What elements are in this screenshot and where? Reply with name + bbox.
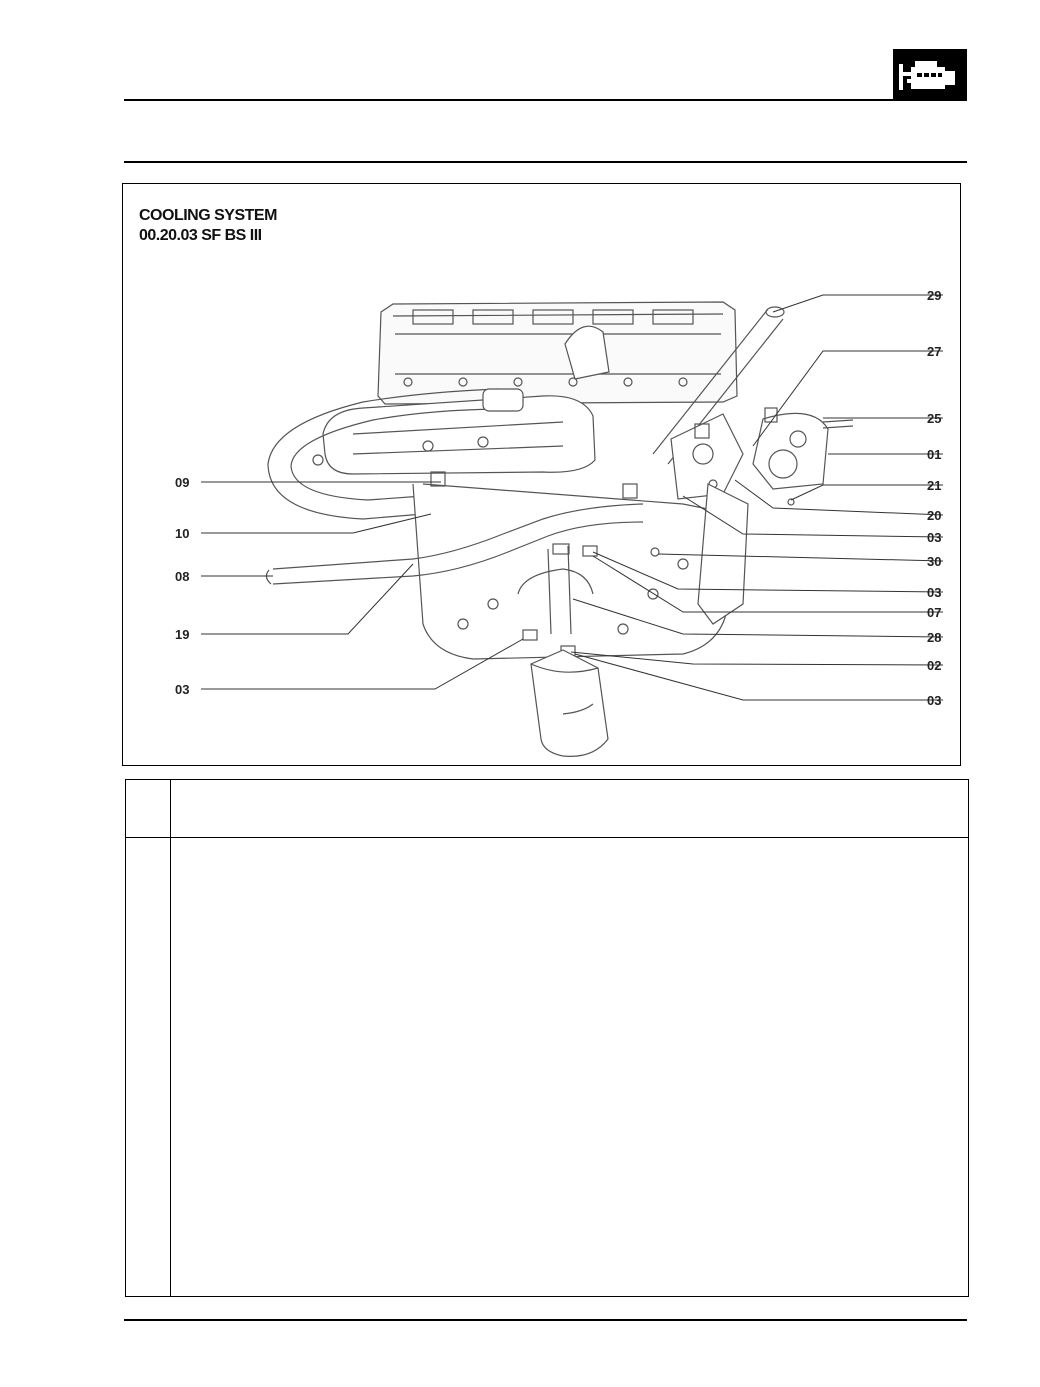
callout-right-12: 03 (927, 693, 941, 708)
callout-right-8: 03 (927, 585, 941, 600)
engine-drawing (265, 301, 854, 757)
footer-rule (124, 1319, 967, 1321)
callout-left-1: 10 (175, 526, 189, 541)
callout-right-1: 27 (927, 344, 941, 359)
callout-right-7: 30 (927, 554, 941, 569)
figure-title-line2: 00.20.03 SF BS III (139, 227, 262, 244)
engine-icon (899, 61, 955, 90)
callout-right-6: 03 (927, 530, 941, 545)
callout-left-2: 08 (175, 569, 189, 584)
callout-left-4: 03 (175, 682, 189, 697)
leader-lines (201, 294, 944, 701)
engine-logo (893, 49, 967, 100)
callout-right-2: 25 (927, 411, 941, 426)
callout-labels-right: 29 27 25 01 21 20 03 30 03 07 28 02 03 (927, 288, 941, 708)
callout-right-11: 02 (927, 658, 941, 673)
callout-right-5: 20 (927, 508, 941, 523)
callout-right-9: 07 (927, 605, 941, 620)
engine-cooling-diagram: 09 10 08 19 03 29 27 25 01 21 20 03 30 0… (175, 288, 944, 757)
parts-table (125, 779, 969, 1297)
table-column-divider (170, 780, 171, 1296)
table-header-divider (126, 837, 968, 838)
callout-labels-left: 09 10 08 19 03 (175, 475, 189, 697)
header-rule (124, 99, 967, 101)
callout-right-4: 21 (927, 478, 941, 493)
callout-right-10: 28 (927, 630, 941, 645)
callout-right-3: 01 (927, 447, 941, 462)
callout-left-0: 09 (175, 475, 189, 490)
callout-left-3: 19 (175, 627, 189, 642)
figure-frame: COOLING SYSTEM 00.20.03 SF BS III (122, 183, 961, 766)
figure-title-line1: COOLING SYSTEM (139, 207, 277, 224)
callout-right-0: 29 (927, 288, 941, 303)
figure-title: COOLING SYSTEM 00.20.03 SF BS III (139, 206, 277, 246)
section-rule (124, 161, 967, 163)
